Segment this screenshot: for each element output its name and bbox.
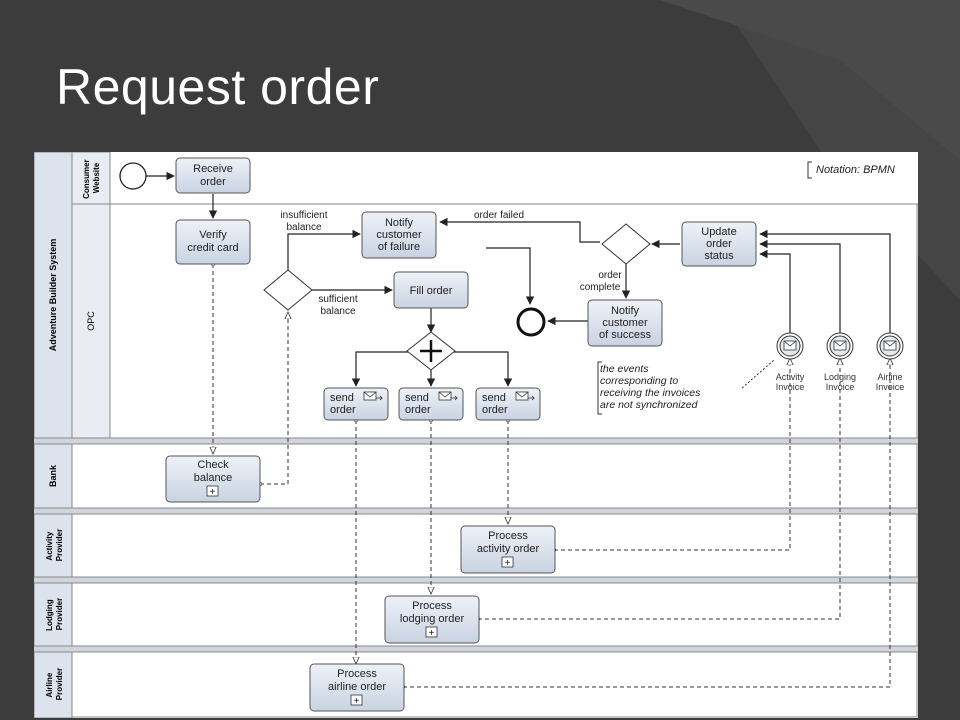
notation-annotation: Notation: BPMN	[807, 161, 895, 179]
message-send-icon	[438, 391, 458, 401]
status-gateway	[601, 223, 651, 265]
slide-title: Request order	[56, 59, 380, 115]
balance-gateway	[263, 269, 313, 311]
message-send-icon	[515, 391, 535, 401]
svg-text:Notation: BPMN: Notation: BPMN	[816, 164, 895, 176]
message-flows	[213, 264, 890, 687]
pool-label: Adventure Builder System	[48, 239, 58, 352]
svg-text:Fill order: Fill order	[410, 285, 453, 297]
parallel-gateway	[406, 331, 456, 371]
lane-label-opc: OPC	[86, 311, 96, 331]
lane-label-consumer-website: Consumer Website	[82, 157, 101, 199]
lane-label-activity-provider: Activity Provider	[45, 529, 64, 561]
svg-text:the events corresponding: the events corresponding to receiving th…	[600, 363, 703, 411]
lane-label-bank: Bank	[48, 464, 58, 487]
message-send-icon	[363, 391, 383, 401]
bpmn-canvas: Adventure Builder System Consumer Websit…	[34, 152, 918, 718]
lane-label-airline-provider: Airline Provider	[45, 668, 64, 700]
end-event	[516, 307, 546, 337]
label-order-failed: order failed	[474, 210, 524, 221]
svg-text:+: +	[429, 628, 435, 639]
svg-text:+: +	[210, 487, 216, 498]
bpmn-diagram: Adventure Builder System Consumer Websit…	[34, 152, 918, 718]
task-fill-order: Fill order	[393, 271, 469, 309]
lane-label-lodging-provider: Lodging Provider	[45, 597, 64, 631]
svg-text:+: +	[505, 558, 511, 569]
sequence-flows	[136, 171, 891, 387]
svg-text:+: +	[354, 696, 360, 707]
sync-annotation: the events corresponding to receiving th…	[597, 361, 703, 415]
start-event	[119, 162, 147, 190]
